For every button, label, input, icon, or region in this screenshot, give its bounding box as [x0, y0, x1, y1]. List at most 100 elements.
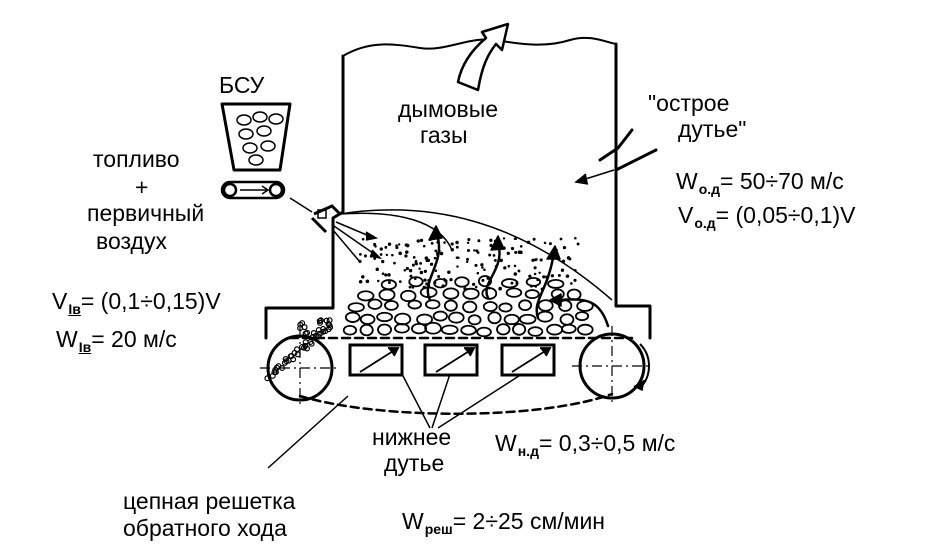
particle-dot	[513, 237, 517, 241]
under-blast-label-line1: нижнее	[372, 424, 452, 450]
particle-dot	[398, 251, 402, 256]
particle-dot	[403, 268, 407, 272]
rising-arrowhead-3	[546, 245, 561, 260]
particle-dot	[409, 274, 413, 278]
fuel-lump	[518, 299, 533, 312]
particle-dot	[408, 285, 412, 289]
particle-dot	[375, 267, 379, 272]
particle-dot	[373, 257, 377, 261]
particle-dot	[513, 272, 518, 276]
fuel-lump	[462, 300, 478, 314]
fuel-lump	[460, 324, 477, 336]
left-roller-icon	[260, 328, 340, 408]
particle-dot	[419, 238, 424, 243]
spill-particle	[302, 342, 309, 349]
particle-dot	[419, 270, 424, 275]
fuel-lump	[546, 323, 564, 336]
formula-v-od: Vо.д= (0,05÷0,1)V	[678, 202, 856, 231]
fuel-lump	[400, 289, 417, 303]
particle-dot	[397, 243, 401, 246]
fuel-lump	[448, 311, 465, 324]
particle-dot	[361, 275, 365, 279]
spill-particle	[320, 325, 327, 332]
particle-dot	[506, 251, 510, 256]
fuel-lump	[512, 323, 527, 336]
fuel-lump	[476, 326, 492, 338]
particle-dot	[562, 245, 567, 250]
particle-dot	[542, 275, 546, 279]
fuel-lump	[377, 323, 393, 336]
ash-spill	[264, 317, 334, 382]
fuel-lump	[477, 275, 493, 288]
flue-gas-arrow-icon	[456, 22, 510, 92]
particle-dot	[467, 237, 471, 242]
rising-arrowhead-4	[549, 293, 562, 307]
particle-dot	[379, 247, 383, 251]
particle-dot	[437, 274, 441, 278]
particle-dot	[384, 245, 388, 249]
fuel-lump	[378, 288, 396, 302]
fuel-lump	[367, 298, 383, 310]
spill-particle	[293, 346, 300, 353]
particle-dot	[377, 279, 380, 283]
particle-dot	[365, 279, 370, 284]
fuel-lump	[347, 302, 365, 313]
particle-dot	[538, 271, 541, 274]
fuel-lump	[537, 299, 554, 312]
particle-dot	[359, 253, 362, 256]
fuel-lump	[527, 326, 544, 337]
sharp-blast-label-line1: "острое	[648, 90, 730, 116]
fuel-lump	[359, 323, 374, 337]
particle-dot	[477, 239, 481, 243]
formula-v-iv: VIв= (0,1÷0,15)V	[52, 288, 221, 317]
fuel-lump	[559, 313, 575, 326]
rising-arrow-1	[426, 230, 441, 302]
fuel-lump	[376, 311, 393, 323]
particle-dot	[533, 266, 537, 270]
spill-particle	[288, 352, 295, 359]
spill-particle	[326, 322, 333, 329]
particle-dot	[416, 239, 420, 243]
fuel-lump	[481, 287, 498, 300]
formula-w-iv: WIв= 20 м/с	[56, 326, 177, 355]
particle-dot	[510, 246, 515, 251]
fuel-lump	[467, 314, 482, 326]
particle-dot	[475, 249, 479, 253]
particle-dot	[526, 240, 531, 245]
spill-particle	[290, 356, 297, 363]
particle-dot	[560, 268, 565, 272]
particle-dot	[539, 258, 543, 262]
particle-dot	[513, 264, 517, 268]
particle-dot	[489, 243, 493, 248]
fuel-lump	[503, 313, 520, 326]
particle-dot	[411, 263, 415, 267]
air-box-2	[423, 343, 479, 377]
air-box-1	[348, 343, 404, 377]
fuel-lump	[344, 311, 361, 323]
bsu-hopper-icon	[220, 102, 292, 172]
particle-dot	[466, 257, 470, 261]
particle-dot	[573, 278, 577, 282]
particle-dot	[395, 246, 399, 250]
particle-dot	[434, 249, 438, 253]
particle-dot	[424, 256, 429, 260]
fuel-lump	[424, 321, 442, 335]
particle-dot	[387, 242, 392, 246]
rising-arrowhead-2	[490, 235, 505, 251]
particle-dot	[433, 256, 437, 260]
air-box-arrows	[359, 347, 552, 373]
particle-dot	[465, 260, 469, 264]
particle-dot	[414, 259, 418, 263]
particle-dot	[533, 272, 537, 276]
feeder-belt-icon	[220, 180, 286, 200]
sharp-blast-arrow-icon	[574, 169, 615, 185]
sharp-blast-label-line2: дутье"	[678, 116, 747, 142]
air-boxes	[348, 343, 556, 377]
particle-dot	[557, 274, 561, 277]
fuel-lump	[384, 300, 399, 311]
fuel-label-line2: +	[135, 174, 149, 200]
particle-dot	[358, 259, 362, 264]
particle-dot	[576, 242, 580, 246]
particle-dot	[507, 264, 511, 268]
fuel-lump	[425, 299, 441, 310]
